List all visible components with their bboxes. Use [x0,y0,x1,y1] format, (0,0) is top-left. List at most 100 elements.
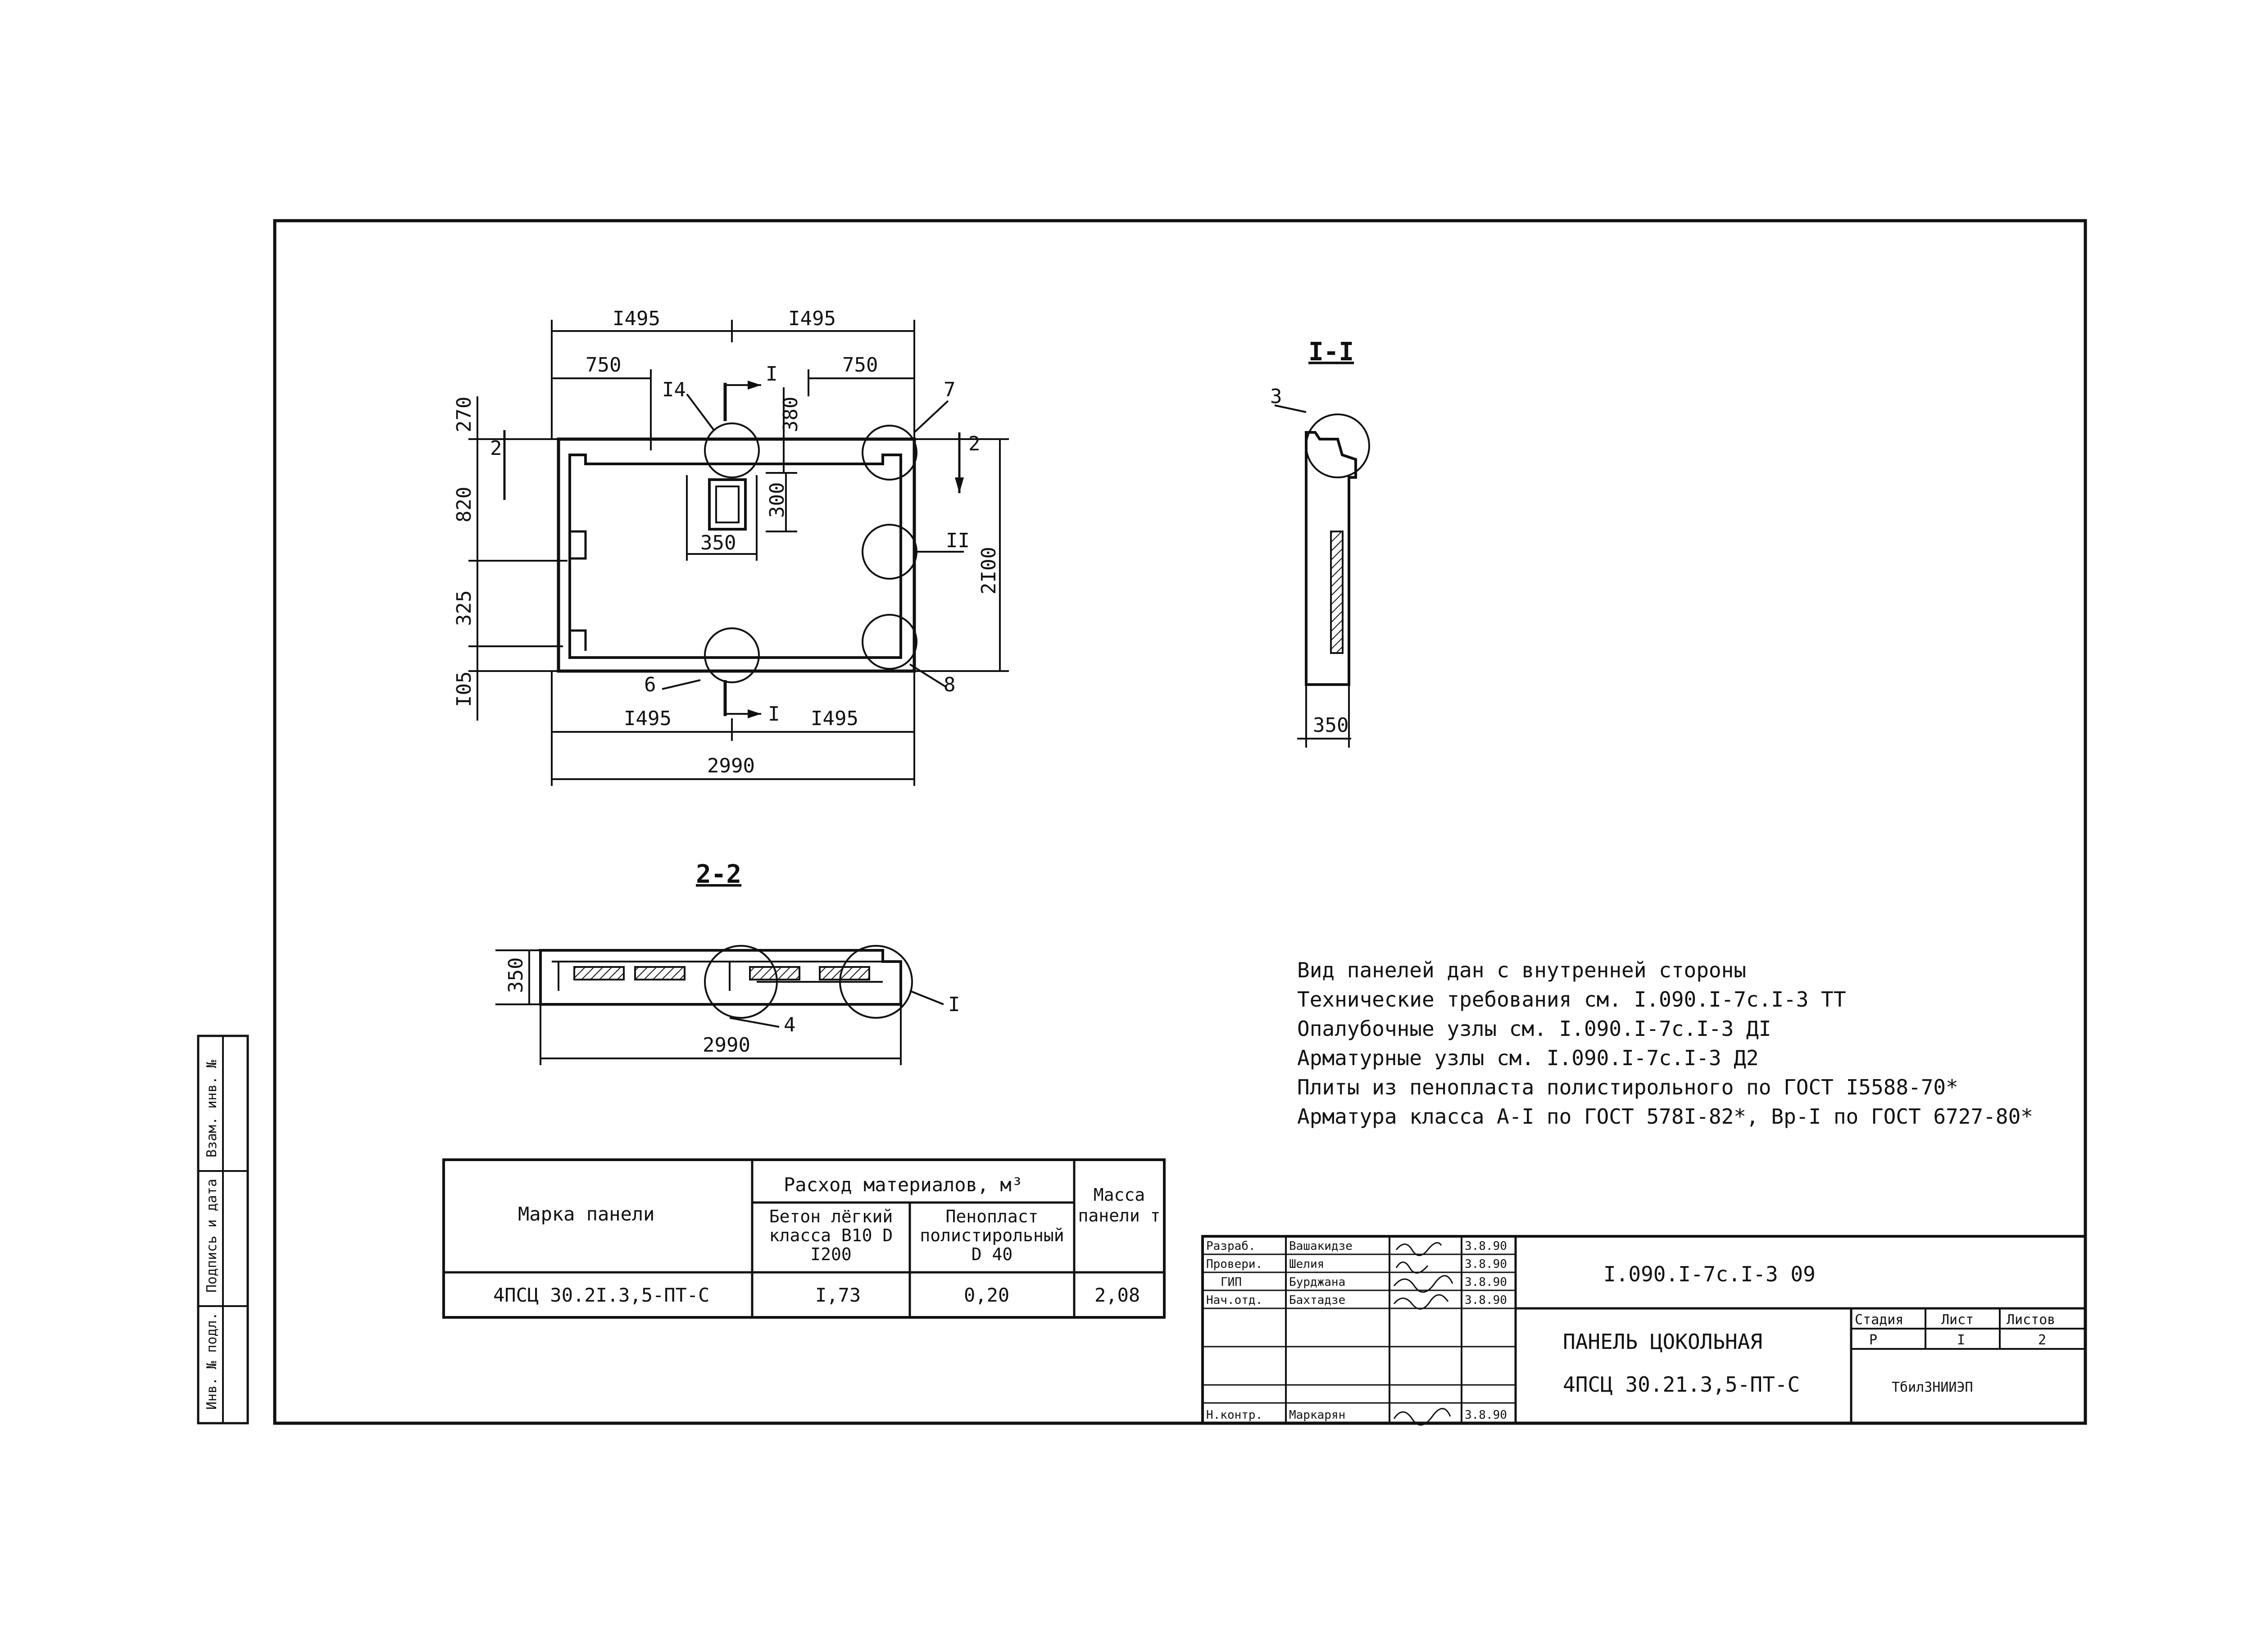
role-4: Нач.отд. [1206,1293,1262,1307]
side-stamp-cell-2: Подпись и дата [204,1179,220,1293]
dim-total: 2990 [707,754,755,777]
node-label-7: 7 [944,378,956,401]
section-1-title: I-I [1308,337,1354,367]
date-7: 3.8.90 [1465,1408,1507,1422]
section-1-1: I-I 3 350 [1270,337,1370,748]
section-2-title: 2-2 [696,860,741,889]
role-2: Провери. [1206,1257,1262,1271]
side-stamp: Инв. № подл. Подпись и дата Взам. инв. № [197,1035,249,1425]
doc-code: I.090.I-7с.I-3 09 [1603,1262,1816,1286]
note-5: Плиты из пенопласта полистирольного по Г… [1297,1075,1958,1099]
cut-I-bottom-label: I [768,703,780,726]
note-2: Технические требования см. I.090.I-7с.I-… [1297,987,1846,1012]
title-line-1: ПАНЕЛЬ ЦОКОЛЬНАЯ [1563,1330,1762,1354]
node-label-14: I4 [662,378,686,401]
section-1-insulation [1330,531,1344,654]
sheets-label: Листов [2007,1312,2055,1328]
row-foam: 0,20 [964,1284,1009,1306]
node-label-3: 3 [1270,385,1282,408]
sheets-value: 2 [2038,1332,2046,1348]
signature-7 [1393,1408,1451,1426]
side-stamp-cell-1: Инв. № подл. [204,1312,220,1410]
section-2-2: 2-2 4 I 350 2990 [495,860,960,1065]
node-label-I: I [948,993,960,1016]
node-circle-4 [704,945,778,1019]
col-foam-header: Пенопласт полистирольный D 40 [920,1207,1064,1264]
side-stamp-cell-3: Взам. инв. № [204,1060,220,1157]
row-concrete: I,73 [815,1284,861,1306]
panel-opening [708,478,747,531]
stage-value: Р [1869,1332,1877,1348]
dim-bottom-right: I495 [811,707,858,730]
dim-2100: 2I00 [977,547,1000,595]
sheet-frame [273,219,2087,1425]
dim-350-opening: 350 [700,531,736,554]
name-7: Маркарян [1289,1408,1345,1422]
dim-820: 820 [453,487,476,522]
dim-top-left: I495 [613,307,660,330]
title-line-2: 4ПСЦ 30.21.3,5-ПТ-С [1563,1372,1800,1397]
row-mass: 2,08 [1094,1284,1140,1306]
node-circle-3 [1305,413,1370,478]
sheet-value: I [1957,1332,1965,1348]
title-block: Разраб. Вашакидзе 3.8.90 Провери. Шелия … [1201,1235,2087,1426]
dim-325: 325 [453,590,476,626]
col-mass-header: Масса панели т [1078,1185,1161,1225]
dim-105: I05 [453,672,476,707]
plan-view: I495 I495 750 750 270 820 325 I05 2 [453,307,1009,786]
dim-300: 300 [766,482,789,518]
dim-270: 270 [453,397,476,432]
name-4: Бахтадзе [1289,1293,1345,1307]
sheet-label: Лист [1941,1312,1974,1328]
cut-2-left-label: 2 [490,437,502,460]
section-1-dim-350: 350 [1313,714,1348,737]
dim-top-right: I495 [788,307,836,330]
date-3: 3.8.90 [1465,1275,1507,1289]
name-2: Шелия [1289,1257,1324,1271]
role-1: Разраб. [1206,1239,1256,1253]
section-2-insulation-4 [819,966,870,980]
dim-bottom-left: I495 [624,707,672,730]
col-consumption-header: Расход материалов, м³ [784,1174,1023,1196]
role-3: ГИП [1221,1275,1242,1289]
node-circle-7 [862,425,917,481]
section-1-profile [1305,431,1357,686]
note-3: Опалубочные узлы см. I.090.I-7с.I-3 ДI [1297,1017,1771,1041]
row-mark: 4ПСЦ 30.2I.3,5-ПТ-С [493,1284,709,1306]
node-label-8: 8 [944,673,956,696]
col-mark-header: Марка панели [518,1203,654,1225]
section-2-insulation-2 [634,966,686,980]
node-circle-8 [862,614,917,670]
section-2-insulation-1 [573,966,625,980]
section-2-dim-2990: 2990 [703,1034,750,1057]
date-2: 3.8.90 [1465,1257,1507,1271]
section-2-dim-350: 350 [504,958,527,993]
col-concrete-header: Бетон лёгкий класса В10 D I200 [769,1207,893,1264]
signature-2 [1395,1262,1429,1274]
stage-label: Стадия [1855,1312,1903,1328]
notes-block: Вид панелей дан с внутренней стороны Тех… [1297,958,2033,1129]
name-1: Вашакидзе [1289,1239,1353,1253]
dim-750-right: 750 [842,354,878,377]
panel-inner-contour [568,454,902,659]
node-circle-14 [704,422,760,478]
cut-I-top-label: I [766,363,778,386]
dim-380: 380 [779,397,802,432]
panel-outline [557,437,916,673]
note-1: Вид панелей дан с внутренней стороны [1297,958,1746,982]
node-label-6: 6 [644,673,656,696]
date-1: 3.8.90 [1465,1239,1507,1253]
note-4: Арматурные узлы см. I.090.I-7с.I-3 Д2 [1297,1046,1759,1070]
node-label-4: 4 [784,1013,796,1036]
dim-750-left: 750 [586,354,621,377]
note-6: Арматура класса А-I по ГОСТ 578I-82*, Вр… [1297,1104,2033,1129]
node-circle-6 [704,627,760,683]
node-circle-II [862,524,917,580]
signature-3 [1393,1275,1453,1293]
node-circle-I [839,945,913,1019]
signature-1 [1395,1242,1442,1256]
date-4: 3.8.90 [1465,1293,1507,1307]
role-7: Н.контр. [1206,1408,1262,1422]
org-name: ТбилЗНИИЭП [1892,1380,1973,1395]
